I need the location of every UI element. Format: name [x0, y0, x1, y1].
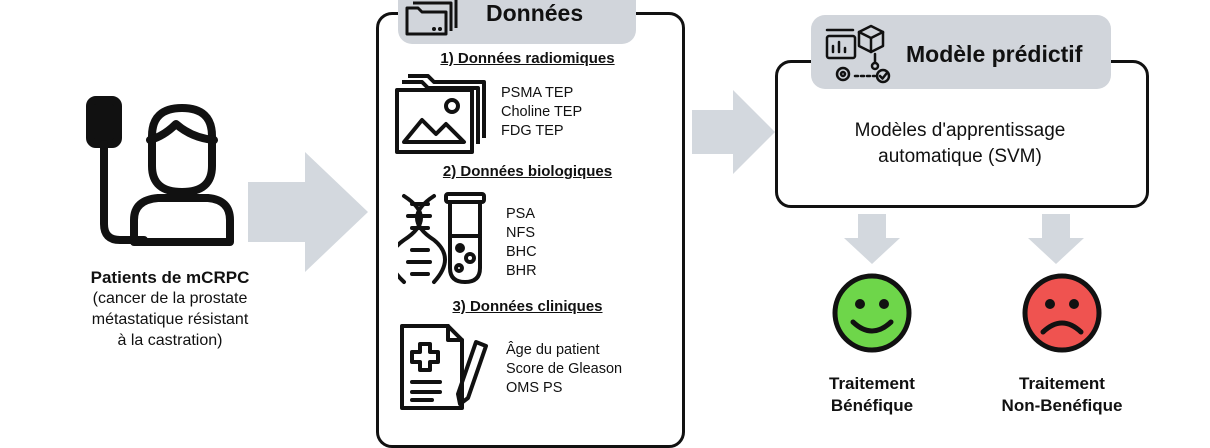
outcome-benefit-line-1: Traitement	[829, 374, 915, 393]
outcome-nonbenefit-line-1: Traitement	[1019, 374, 1105, 393]
radiomics-item-2: Choline TEP	[501, 104, 583, 120]
image-folder-icon	[395, 74, 486, 154]
sad-face-icon	[1022, 273, 1102, 353]
data-box-title: Données	[486, 0, 584, 26]
patients-title: Patients de mCRPC	[90, 268, 250, 287]
patients-desc-line-2: métastatique résistant	[91, 311, 249, 328]
biology-item-4: BHR	[506, 263, 537, 279]
folders-icon	[405, 0, 458, 36]
patient-iv-icon	[86, 96, 234, 246]
biology-item-2: NFS	[506, 225, 535, 241]
medical-report-icon	[400, 324, 488, 410]
arrow-model-to-nonbenefit	[1028, 214, 1084, 264]
arrow-data-to-model	[692, 90, 775, 174]
data-box-tab	[398, 0, 636, 44]
clinical-item-2: Score de Gleason	[506, 361, 623, 377]
patients-desc-line-3: à la castration)	[117, 332, 223, 349]
radiomics-item-1: PSMA TEP	[501, 85, 574, 101]
section-radiomics-heading: 1) Données radiomiques	[440, 50, 615, 67]
radiomics-item-3: FDG TEP	[501, 123, 564, 139]
biology-item-1: PSA	[506, 206, 536, 222]
flow-arrows	[248, 90, 1084, 272]
section-biology-heading: 2) Données biologiques	[442, 163, 613, 180]
outcome-benefit-line-2: Bénéfique	[830, 396, 914, 415]
outcome-nonbenefit-line-2: Non-Benéfique	[1001, 396, 1123, 415]
biology-item-3: BHC	[506, 244, 537, 260]
patients-desc-line-1: (cancer de la prostate	[92, 290, 248, 307]
model-desc-line-1: Modèles d'apprentissage	[854, 120, 1066, 141]
arrow-patients-to-data	[248, 152, 368, 272]
model-desc-line-2: automatique (SVM)	[878, 146, 1042, 167]
model-pipeline-icon	[825, 24, 891, 84]
model-box-title: Modèle prédictif	[906, 41, 1083, 67]
arrow-model-to-benefit	[844, 214, 900, 264]
clinical-item-1: Âge du patient	[506, 342, 600, 358]
happy-face-icon	[832, 273, 912, 353]
dna-test-tube-icon	[398, 192, 486, 284]
clinical-item-3: OMS PS	[506, 380, 563, 396]
section-clinical-heading: 3) Données cliniques	[452, 298, 603, 315]
